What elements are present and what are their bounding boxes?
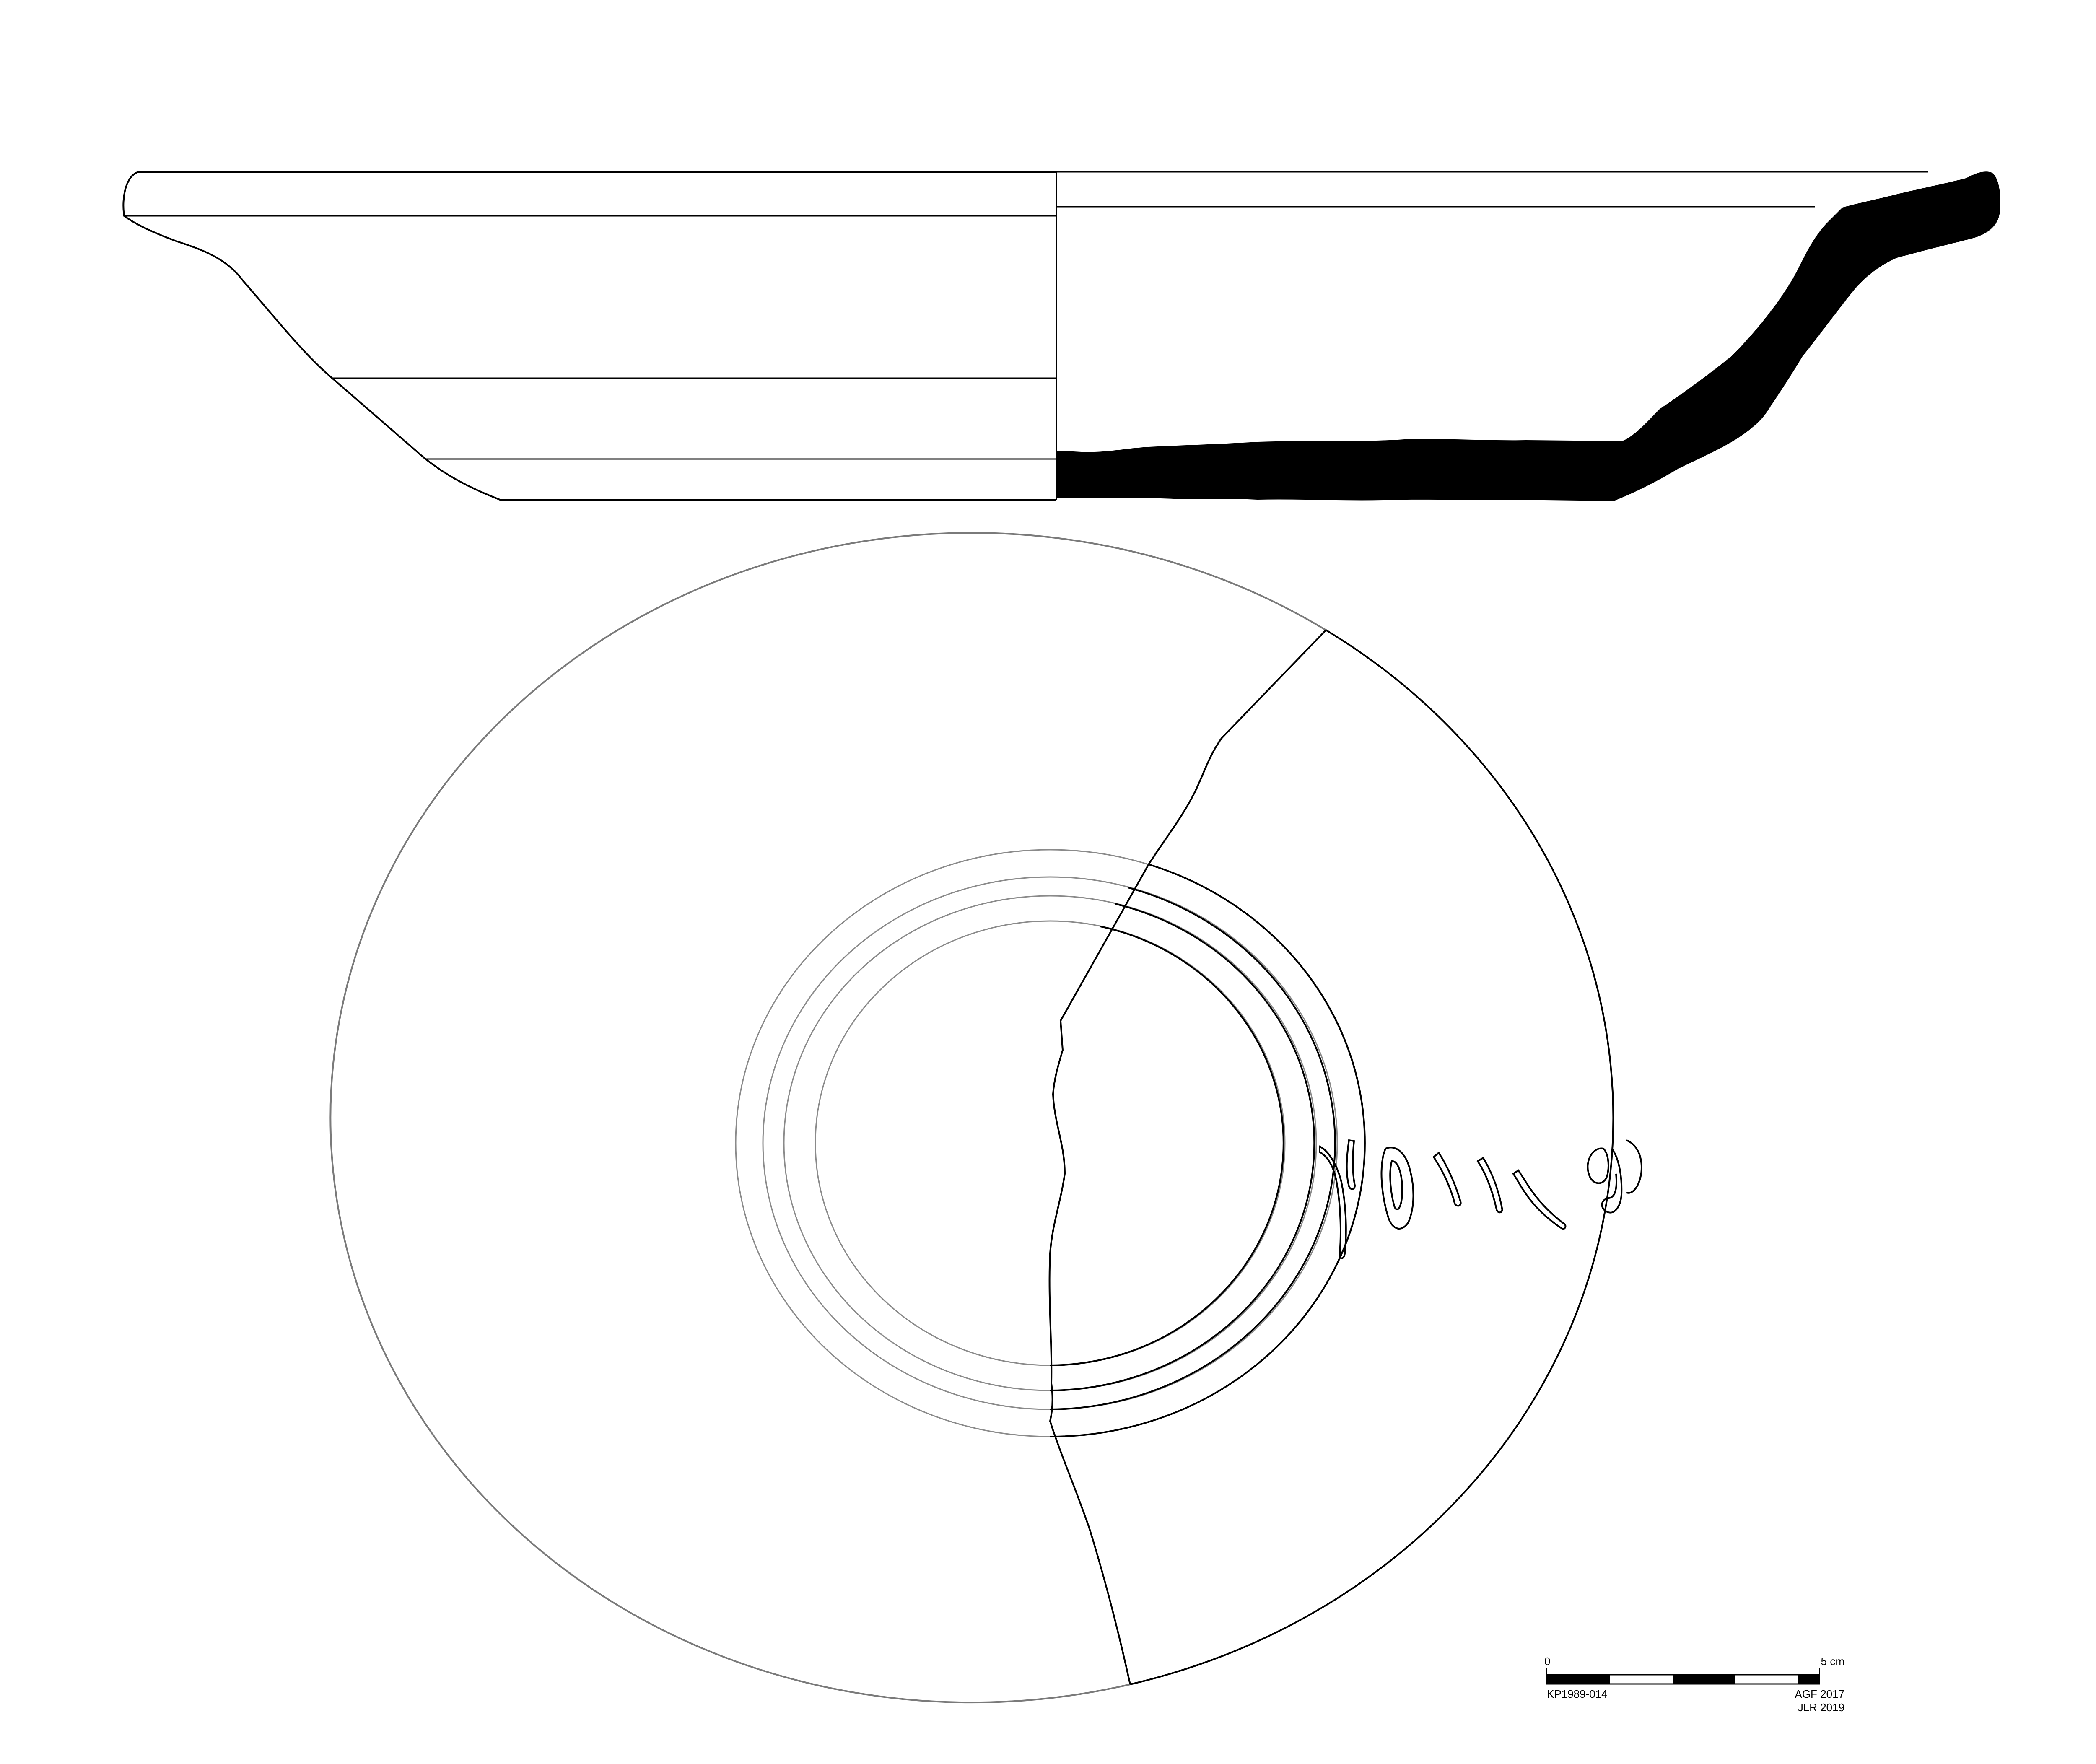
graffito-inscription	[1319, 1139, 1642, 1259]
plan-base-ring-outer	[735, 849, 1365, 1437]
graffito-letter-1	[1319, 1145, 1347, 1259]
graffito-letter-4	[1476, 1157, 1503, 1214]
scale-bar-start-label: 0	[1544, 1655, 1551, 1668]
graffito-letter-6	[1587, 1147, 1609, 1184]
plan-base-ring-inner-preserved	[1050, 926, 1284, 1366]
scale-bar-segment-3	[1673, 1675, 1735, 1684]
graffito-letter-3	[1432, 1152, 1462, 1207]
plan-break-line	[1048, 629, 1327, 1685]
scale-bar	[1546, 1668, 1820, 1685]
plan-base-ring-2-preserved	[1050, 887, 1336, 1410]
graffito-letter-7	[1626, 1139, 1642, 1194]
credit-drawing: AGF 2017	[1795, 1688, 1844, 1700]
graffito-letter-1-stroke	[1346, 1139, 1356, 1190]
scale-bar-end-label: 5 cm	[1821, 1655, 1844, 1668]
plan-view	[329, 532, 1614, 1704]
plan-base-ring-3-preserved	[1050, 903, 1315, 1391]
graffito-letter-6-stem	[1601, 1148, 1623, 1214]
plan-rim-reconstructed	[329, 532, 1327, 1704]
plan-base-ring-outer-preserved	[1050, 864, 1366, 1437]
scale-bar-segment-1	[1547, 1675, 1610, 1684]
profile-view	[122, 171, 1928, 501]
profile-exterior-outline	[122, 171, 1056, 501]
scale-bar-segment-5	[1798, 1675, 1819, 1684]
catalog-number: KP1989-014	[1547, 1688, 1608, 1700]
profile-section	[1056, 171, 2000, 501]
graffito-letter-5	[1512, 1169, 1567, 1230]
graffito-letter-2-inner	[1389, 1160, 1403, 1211]
plan-rim-preserved	[1130, 629, 1614, 1685]
credit-inking: JLR 2019	[1798, 1701, 1844, 1714]
graffito-letter-2	[1380, 1147, 1414, 1230]
